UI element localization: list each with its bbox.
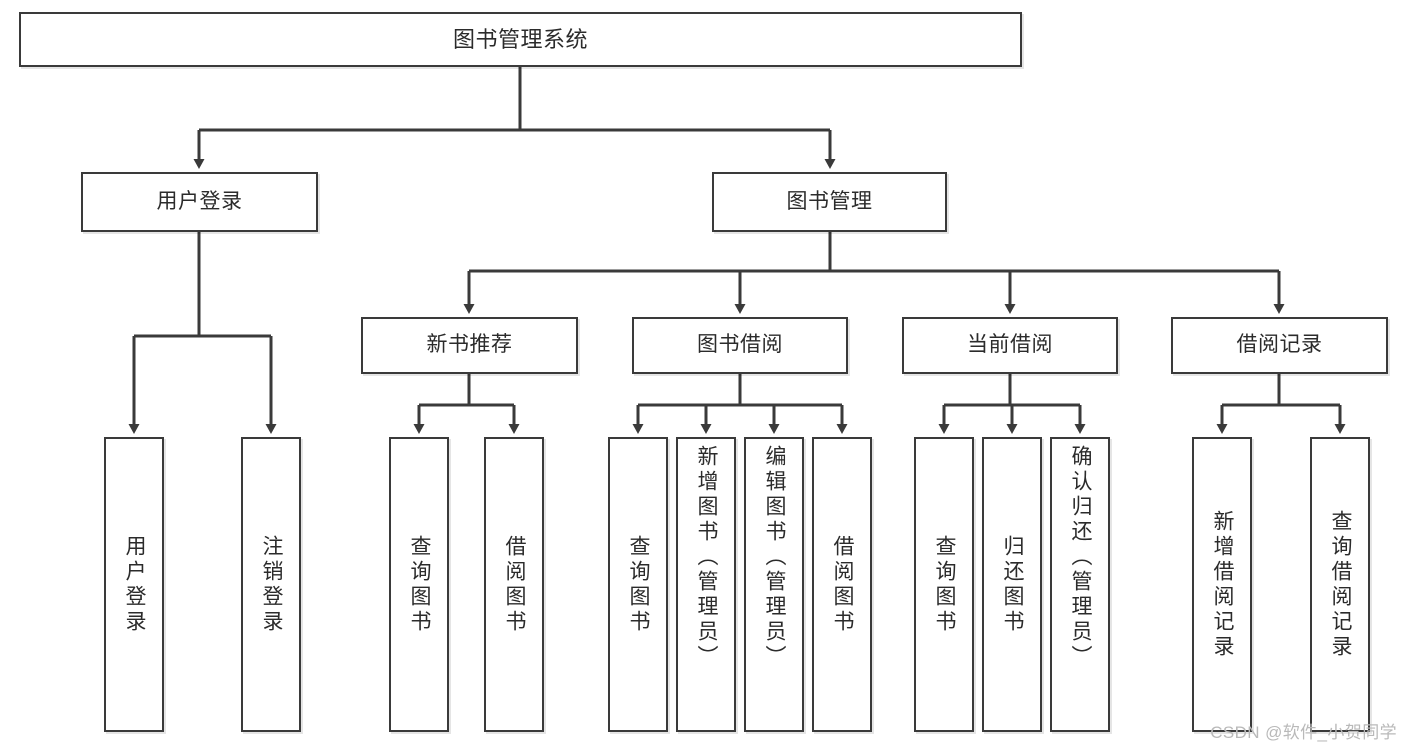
node-current-borrow-label: 当前借阅 <box>967 333 1053 357</box>
node-leaf-user-logout-label: 注销登录 <box>260 534 284 635</box>
node-book-management-label: 图书管理 <box>786 189 873 213</box>
node-borrow-record[interactable]: 借阅记录 <box>1171 317 1388 374</box>
node-leaf-query-book-3-label: 查询图书 <box>933 534 957 635</box>
node-leaf-add-record[interactable]: 新增借阅记录 <box>1192 437 1252 732</box>
node-leaf-borrow-book-2[interactable]: 借阅图书 <box>812 437 872 732</box>
node-borrow-record-label: 借阅记录 <box>1236 333 1323 357</box>
node-leaf-user-login[interactable]: 用户登录 <box>104 437 164 732</box>
watermark: CSDN @软件_小贺同学 <box>1210 723 1397 742</box>
node-leaf-edit-book-label: 编辑图书（管理员） <box>763 445 787 670</box>
node-leaf-query-book-2[interactable]: 查询图书 <box>608 437 668 732</box>
node-leaf-confirm-return[interactable]: 确认归还（管理员） <box>1050 437 1110 732</box>
node-new-book-recommend[interactable]: 新书推荐 <box>361 317 578 374</box>
node-leaf-add-book-label: 新增图书（管理员） <box>695 445 719 670</box>
node-leaf-query-book-1[interactable]: 查询图书 <box>389 437 449 732</box>
node-user-login-label: 用户登录 <box>156 189 243 213</box>
node-leaf-user-login-label: 用户登录 <box>123 534 147 635</box>
node-user-login[interactable]: 用户登录 <box>81 172 318 232</box>
node-leaf-edit-book[interactable]: 编辑图书（管理员） <box>744 437 804 732</box>
node-leaf-query-book-2-label: 查询图书 <box>627 534 651 635</box>
node-new-book-recommend-label: 新书推荐 <box>426 333 513 357</box>
node-leaf-borrow-book-2-label: 借阅图书 <box>831 534 855 635</box>
node-root[interactable]: 图书管理系统 <box>19 12 1022 67</box>
node-root-label: 图书管理系统 <box>452 26 588 52</box>
node-book-borrow[interactable]: 图书借阅 <box>632 317 848 374</box>
node-leaf-borrow-book-1[interactable]: 借阅图书 <box>484 437 544 732</box>
node-leaf-query-record[interactable]: 查询借阅记录 <box>1310 437 1370 732</box>
node-leaf-add-record-label: 新增借阅记录 <box>1211 509 1235 660</box>
node-leaf-borrow-book-1-label: 借阅图书 <box>503 534 527 635</box>
node-leaf-query-book-3[interactable]: 查询图书 <box>914 437 974 732</box>
node-leaf-return-book[interactable]: 归还图书 <box>982 437 1042 732</box>
node-leaf-query-record-label: 查询借阅记录 <box>1329 509 1353 660</box>
node-leaf-user-logout[interactable]: 注销登录 <box>241 437 301 732</box>
node-leaf-add-book[interactable]: 新增图书（管理员） <box>676 437 736 732</box>
node-book-management[interactable]: 图书管理 <box>712 172 947 232</box>
node-current-borrow[interactable]: 当前借阅 <box>902 317 1118 374</box>
node-leaf-return-book-label: 归还图书 <box>1001 534 1025 635</box>
node-book-borrow-label: 图书借阅 <box>697 333 783 357</box>
node-leaf-confirm-return-label: 确认归还（管理员） <box>1069 445 1093 670</box>
node-leaf-query-book-1-label: 查询图书 <box>408 534 432 635</box>
